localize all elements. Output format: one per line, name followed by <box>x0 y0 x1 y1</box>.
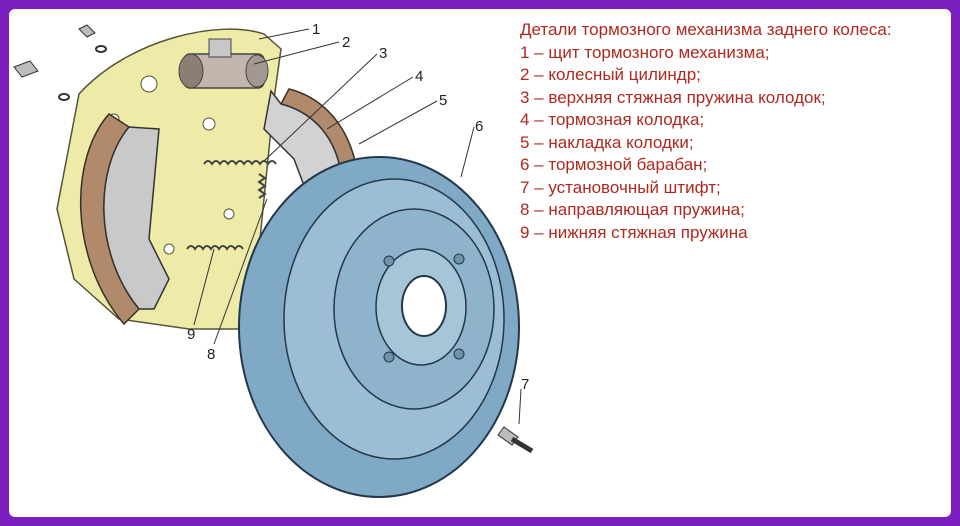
legend-item: 6 – тормозной барабан; <box>520 155 708 174</box>
leader-lines <box>193 28 522 425</box>
legend-title: Детали тормозного механизма заднего коле… <box>520 20 892 39</box>
callout-3: 3 <box>379 45 387 62</box>
legend-item: 8 – направляющая пружина; <box>520 200 745 219</box>
legend-item: 7 – установочный штифт; <box>520 177 721 197</box>
callout-9: 9 <box>187 326 195 343</box>
callout-7: 7 <box>521 376 529 393</box>
callout-2: 2 <box>342 34 350 51</box>
left-brake-shoe <box>79 113 170 326</box>
callout-4: 4 <box>415 68 423 85</box>
brake-drum <box>238 156 520 498</box>
guide-spring <box>257 173 267 199</box>
legend-item: 9 – нижняя стяжная пружина <box>520 222 748 242</box>
legend-item: 4 – тормозная колодка; <box>520 110 705 129</box>
parts-legend: Детали тормозного механизма заднего коле… <box>520 19 892 244</box>
locating-pin <box>497 426 534 454</box>
wheel-cylinder <box>178 38 269 89</box>
brake-assembly-drawing: 1 2 3 4 5 6 7 8 9 <box>13 21 534 498</box>
callout-6: 6 <box>475 118 483 135</box>
callout-5: 5 <box>439 92 447 109</box>
legend-item: 1 – щит тормозного механизма; <box>520 42 770 62</box>
legend-item: 5 – накладка колодки; <box>520 132 694 152</box>
callout-1: 1 <box>312 21 320 38</box>
lower-return-spring <box>186 245 244 251</box>
diagram-frame: 1 2 3 4 5 6 7 8 9 Детали тормозного меха… <box>9 9 951 517</box>
mounting-bolts <box>13 24 107 101</box>
legend-item: 3 – верхняя стяжная пружина колодок; <box>520 87 826 107</box>
callout-8: 8 <box>207 346 215 363</box>
legend-item: 2 – колесный цилиндр; <box>520 65 701 84</box>
